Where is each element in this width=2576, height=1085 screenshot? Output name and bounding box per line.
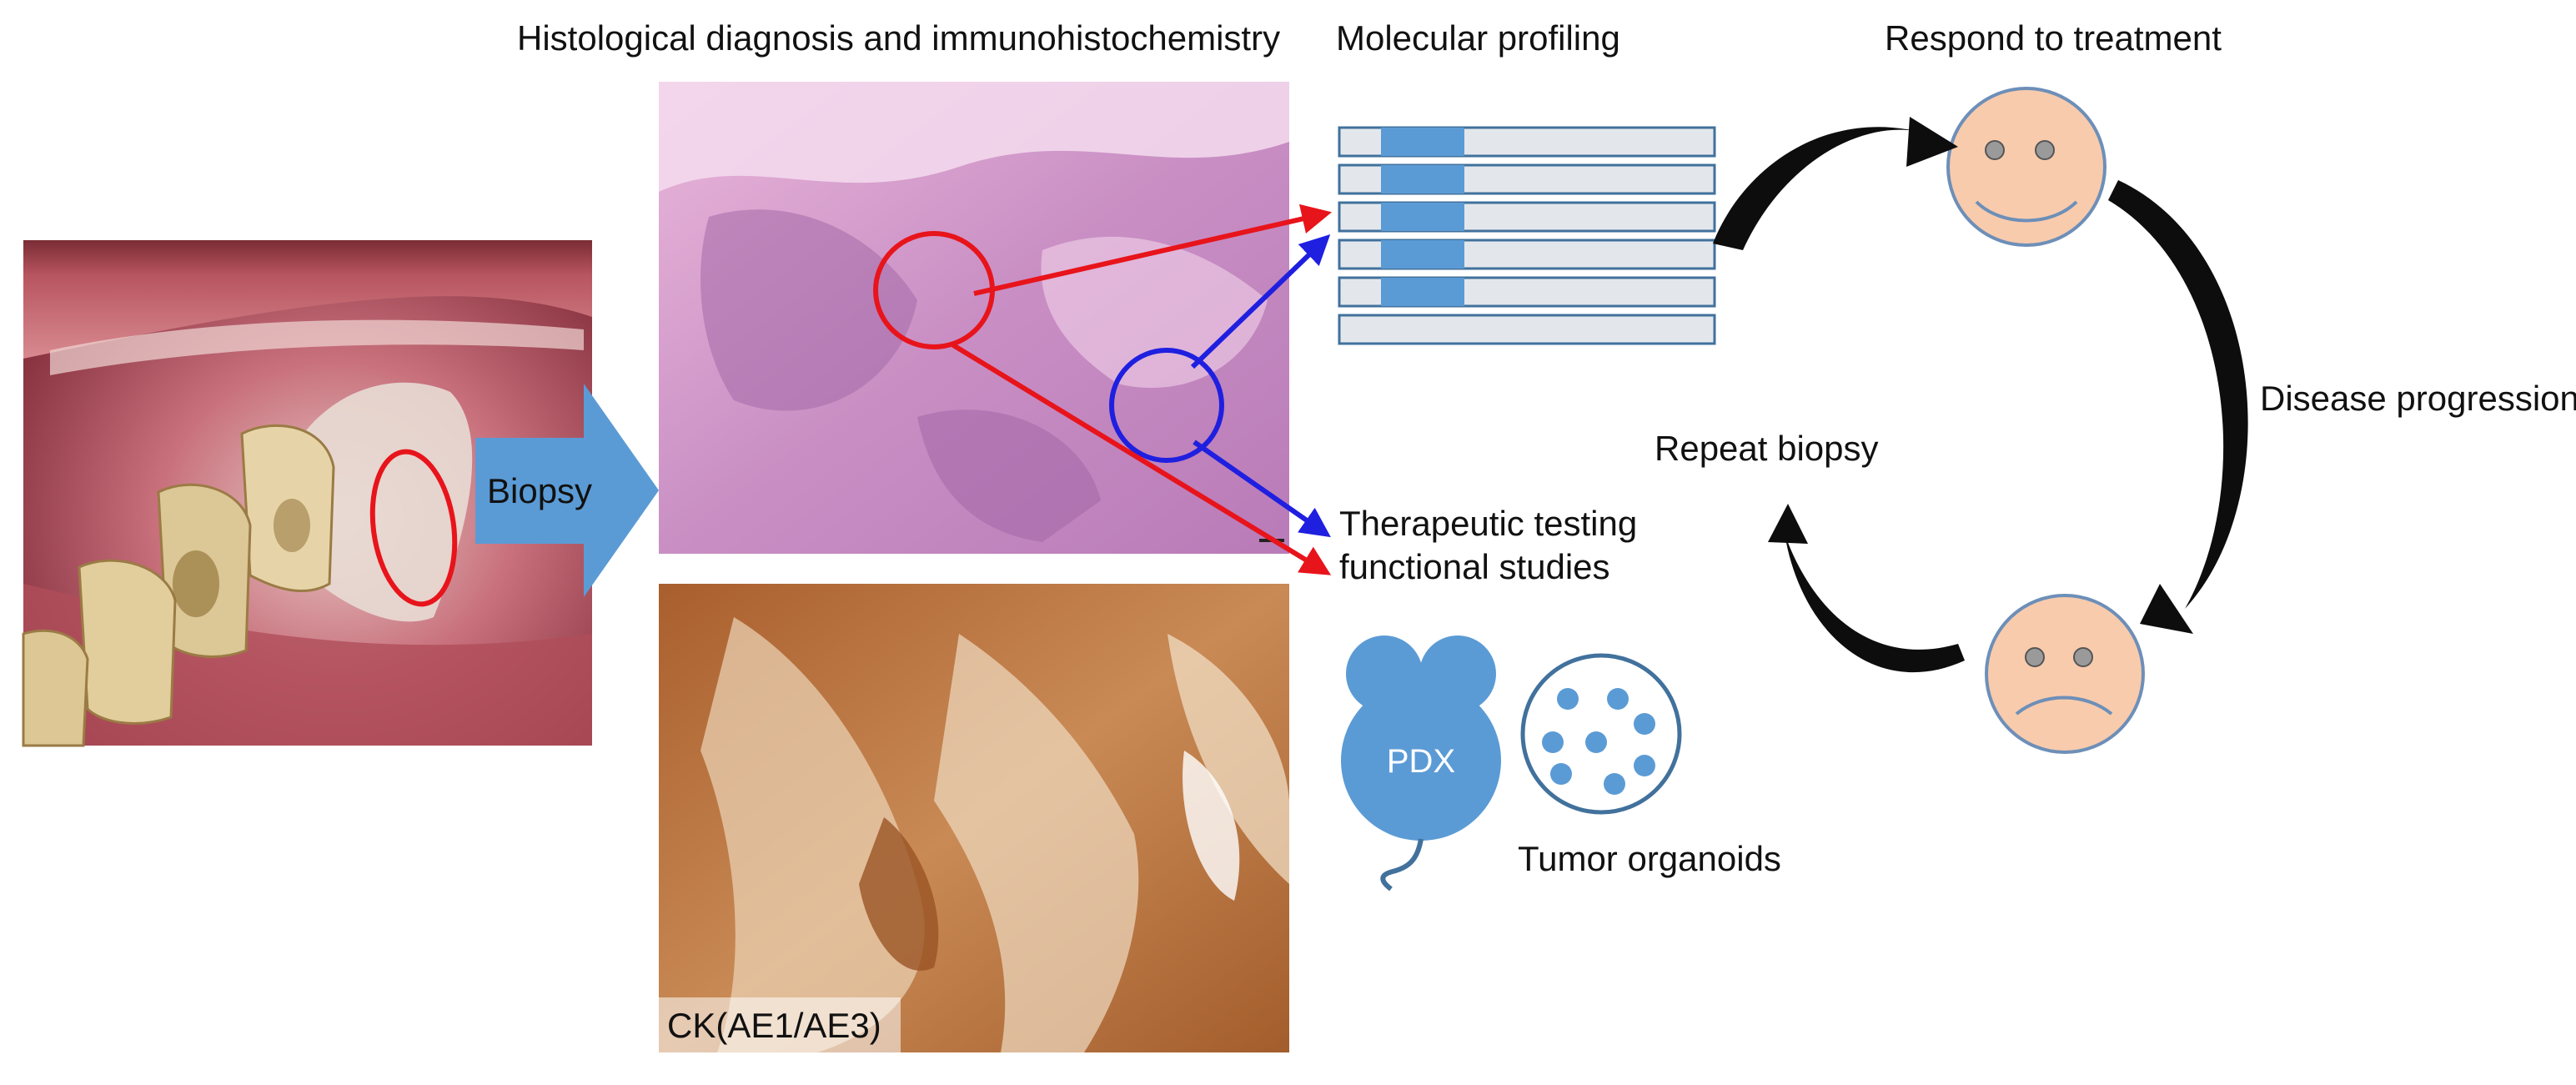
sad-face-icon xyxy=(1985,594,2145,754)
blue-arrow-to-profiling xyxy=(1190,234,1331,369)
red-arrow-to-profiling xyxy=(973,203,1333,296)
blue-region-marker xyxy=(1109,348,1224,463)
red-arrow-to-testing xyxy=(949,341,1332,575)
therapeutic-label-line2: functional studies xyxy=(1339,547,1610,586)
header-histology: Histological diagnosis and immunohistoch… xyxy=(517,18,1281,58)
ihc-stain-image xyxy=(650,584,1289,1052)
organoids-label: Tumor organoids xyxy=(1518,839,1781,878)
header-respond: Respond to treatment xyxy=(1885,18,2222,58)
blue-arrow-to-testing xyxy=(1193,440,1331,538)
cycle-arrow-icon xyxy=(1713,117,2248,673)
he-stain-image xyxy=(659,82,1289,554)
pdx-label: PDX xyxy=(1387,743,1455,780)
disease-progression-label: Disease progression xyxy=(2260,379,2576,418)
repeat-biopsy-label: Repeat biopsy xyxy=(1655,429,1879,468)
biopsy-arrow-icon xyxy=(475,384,659,597)
ck-stain-label: CK(AE1/AE3) xyxy=(667,1006,881,1045)
smiley-face-icon xyxy=(1946,87,2106,247)
therapeutic-label-line1: Therapeutic testing xyxy=(1339,504,1638,543)
biopsy-label: Biopsy xyxy=(487,471,593,510)
pdx-mouse-icon: PDX xyxy=(1341,635,1501,892)
lesion-marker xyxy=(369,449,458,607)
molecular-profile-bars xyxy=(1338,126,1716,345)
header-molecular: Molecular profiling xyxy=(1336,18,1620,58)
organoid-dish-icon xyxy=(1520,653,1682,815)
